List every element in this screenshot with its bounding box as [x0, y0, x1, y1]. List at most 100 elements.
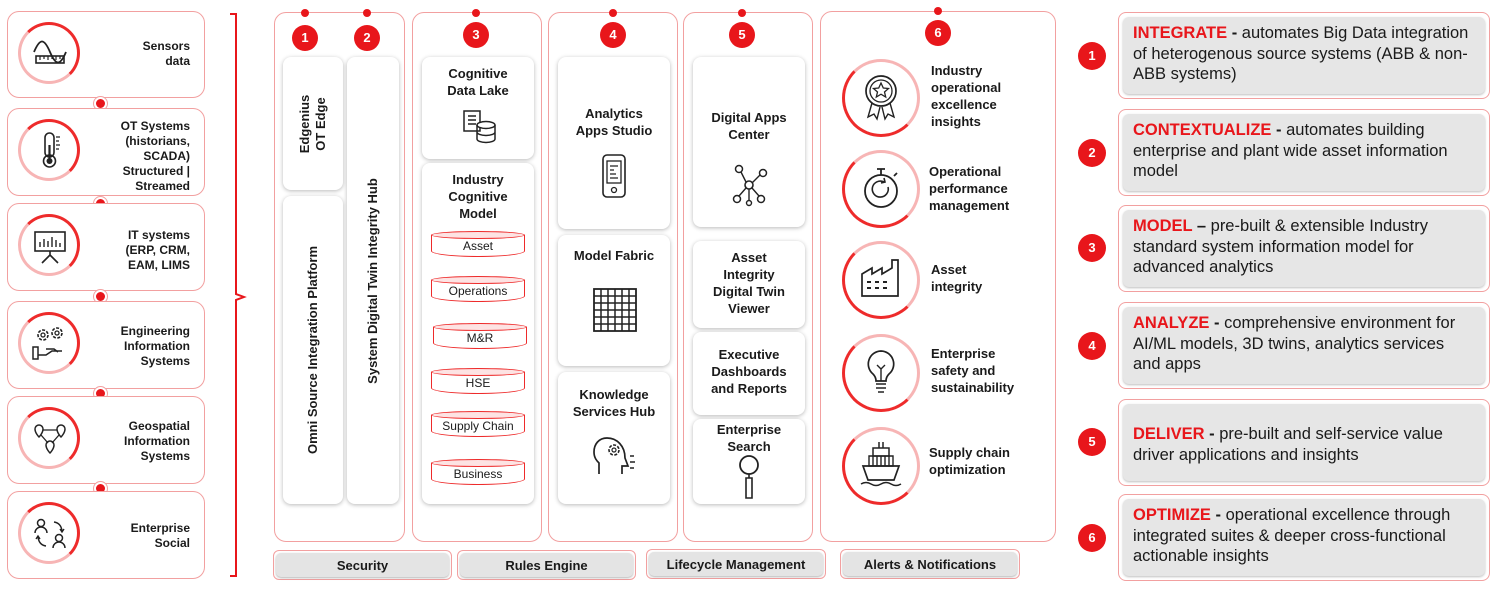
grid-mesh-icon: [593, 288, 637, 332]
analytics-apps-studio-title: Analytics Apps Studio: [575, 106, 653, 138]
source-label: Geospatial Information Systems: [124, 419, 190, 463]
cylinder-business: Business: [431, 459, 525, 485]
column-pin: [363, 9, 371, 17]
thermometer-icon: [42, 132, 60, 168]
executive-dashboards-box: Executive Dashboards and Reports: [693, 332, 805, 415]
lifecycle-management-label: Lifecycle Management: [649, 552, 823, 576]
analytics-column: Analytics Apps Studio Model Fabric Knowl…: [548, 12, 678, 542]
enterprise-search-title: Enterprise Search: [716, 422, 782, 454]
stopwatch-icon: [864, 168, 898, 208]
cylinder-hse: HSE: [431, 368, 525, 394]
column-pin: [301, 9, 309, 17]
omni-source-box: Omni Source Integration Platform: [283, 196, 343, 504]
digital-apps-center-box: Digital Apps Center: [693, 57, 805, 227]
source-card-engineering: Engineering Information Systems: [7, 301, 205, 389]
asset-integrity-viewer-box: Asset Integrity Digital Twin Viewer: [693, 241, 805, 328]
head-gear-icon: [593, 437, 635, 474]
source-icon-ring: [18, 502, 80, 564]
asset-integrity-viewer-title: Asset Integrity Digital Twin Viewer: [713, 250, 785, 316]
source-label: IT systems (ERP, CRM, EAM, LIMS: [125, 228, 190, 272]
outcome-label: Asset integrity: [931, 262, 983, 294]
digital-apps-center-title: Digital Apps Center: [711, 110, 787, 142]
sensor-wave-icon: [33, 40, 67, 64]
source-card-ot-systems: OT Systems (historians, SCADA) Structure…: [7, 108, 205, 196]
executive-dashboards-title: Executive Dashboards and Reports: [711, 347, 787, 396]
capability-card-model: MODEL – pre-built & extensible Industry …: [1118, 205, 1490, 292]
capability-badge-5: 5: [1078, 428, 1106, 456]
capability-text: pre-built and self-service value driver …: [1133, 425, 1443, 464]
rules-engine-bar: Rules Engine: [457, 550, 636, 580]
capability-card-deliver: DELIVER - pre-built and self-service val…: [1118, 399, 1490, 486]
capability-keyword: OPTIMIZE: [1133, 506, 1211, 524]
source-icon-ring: [18, 407, 80, 469]
alerts-notifications-bar: Alerts & Notifications: [840, 549, 1020, 579]
capability-badge-6: 6: [1078, 524, 1106, 552]
source-label: OT Systems (historians, SCADA) Structure…: [120, 119, 190, 193]
source-card-sensors: Sensors data: [7, 11, 205, 98]
capability-badge-2: 2: [1078, 139, 1106, 167]
cognitive-column: Cognitive Data Lake Industry Cognitive M…: [412, 12, 542, 542]
capability-text: comprehensive environment for AI/ML mode…: [1133, 314, 1456, 373]
capability-badge-4: 4: [1078, 332, 1106, 360]
delivery-column: Digital Apps Center Asset Integrity Digi…: [683, 12, 813, 542]
capability-badge-1: 1: [1078, 42, 1106, 70]
capability-keyword: MODEL: [1133, 217, 1193, 235]
capability-text: automates Big Data integration of hetero…: [1133, 24, 1469, 83]
people-exchange-icon: [34, 518, 66, 549]
capability-keyword: DELIVER: [1133, 425, 1205, 443]
outcome-label: Industry operational excellence insights: [931, 63, 1002, 129]
cognitive-data-lake-title: Cognitive Data Lake: [447, 66, 509, 98]
step-badge-6: 6: [925, 20, 951, 46]
alerts-notifications-label: Alerts & Notifications: [843, 552, 1017, 576]
integration-column: Edgenius OT Edge Omni Source Integration…: [274, 12, 405, 542]
source-icon-ring: [18, 22, 80, 84]
cylinder-asset: Asset: [431, 231, 525, 257]
step-badge-3: 3: [463, 22, 489, 48]
industry-cognitive-model-box: Industry Cognitive Model Asset Operation…: [422, 163, 534, 504]
step-badge-4: 4: [600, 22, 626, 48]
capability-text: automates building enterprise and plant …: [1133, 121, 1448, 180]
source-icon-ring: [18, 312, 80, 374]
capability-card-analyze: ANALYZE - comprehensive environment for …: [1118, 302, 1490, 389]
column-pin: [472, 9, 480, 17]
knowledge-services-hub-title: Knowledge Services Hub: [572, 387, 656, 419]
column-pin: [934, 7, 942, 15]
security-bar: Security: [273, 550, 452, 580]
industry-cognitive-model-title: Industry Cognitive Model: [448, 172, 508, 221]
digital-twin-hub-label: System Digital Twin Integrity Hub: [365, 177, 380, 384]
cylinder-mr: M&R: [433, 323, 527, 349]
lightbulb-icon: [867, 350, 895, 393]
digital-twin-hub-box: System Digital Twin Integrity Hub: [347, 57, 399, 504]
grouping-bracket: [230, 13, 247, 577]
edgenius-label: Edgenius OT Edge: [297, 94, 328, 153]
source-icon-ring: [18, 214, 80, 276]
column-pin: [609, 9, 617, 17]
outcome-icon-ring: [842, 59, 920, 137]
enterprise-search-box: Enterprise Search: [693, 419, 805, 504]
capability-text: operational excellence through integrate…: [1133, 506, 1451, 565]
map-pins-icon: [34, 424, 66, 455]
model-fabric-title: Model Fabric: [573, 248, 655, 263]
outcomes-column: Industry operational excellence insights…: [820, 11, 1056, 542]
source-label: Enterprise Social: [130, 521, 190, 550]
capability-card-contextualize: CONTEXTUALIZE - automates building enter…: [1118, 109, 1490, 196]
edgenius-box: Edgenius OT Edge: [283, 57, 343, 190]
capability-text: pre-built & extensible Industry standard…: [1133, 217, 1429, 276]
outcome-icon-ring: [842, 241, 920, 319]
magnifier-icon: [739, 455, 759, 499]
outcome-label: Supply chain optimization: [929, 445, 1010, 477]
network-nodes-icon: [732, 164, 768, 207]
source-card-geospatial: Geospatial Information Systems: [7, 396, 205, 484]
cylinder-supply-chain: Supply Chain: [431, 411, 525, 437]
rules-engine-label: Rules Engine: [460, 553, 633, 577]
column-pin: [738, 9, 746, 17]
security-label: Security: [276, 553, 449, 577]
capability-card-integrate: INTEGRATE - automates Big Data integrati…: [1118, 12, 1490, 99]
factory-icon: [861, 259, 899, 297]
step-badge-1: 1: [292, 25, 318, 51]
gears-hand-icon: [32, 327, 63, 360]
knowledge-services-hub-box: Knowledge Services Hub: [558, 372, 670, 504]
capability-badge-3: 3: [1078, 234, 1106, 262]
capability-keyword: CONTEXTUALIZE: [1133, 121, 1272, 139]
capability-keyword: INTEGRATE: [1133, 24, 1228, 42]
